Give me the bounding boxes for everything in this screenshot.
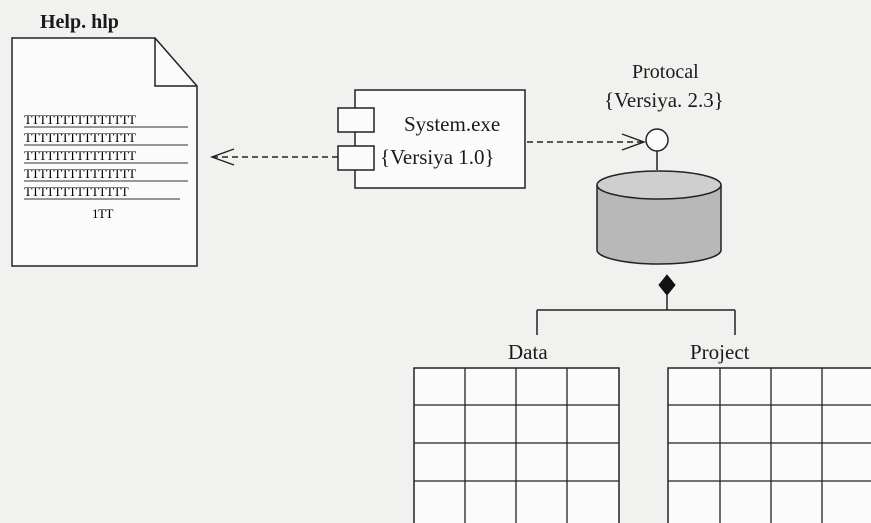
dependency-arrow-to-document [209,148,338,166]
interface-version: {Versiya. 2.3} [604,88,724,112]
help-document: TTTTTTTTTTTTTTT TTTTTTTTTTTTTTT TTTTTTTT… [11,37,198,267]
table-label-data: Data [508,340,548,364]
document-title: Help. hlp [40,11,119,33]
project-table-grid [667,367,871,523]
interface-name: Protocal [632,61,699,83]
doc-footer-text: 1TT [92,206,113,221]
component-name: System.exe [404,112,501,136]
component-port-top [337,107,375,133]
doc-text-line: TTTTTTTTTTTTTTT [24,112,136,127]
component-system-exe [337,89,526,189]
doc-text-line: TTTTTTTTTTTTTTT [24,130,136,145]
doc-text-line: TTTTTTTTTTTTTTT [24,148,136,163]
doc-text-line: TTTTTTTTTTTTTT [24,184,129,199]
database-cylinder [596,170,722,265]
table-label-project: Project [690,340,750,364]
composition-diamond [658,274,676,296]
dependency-arrow-to-interface [527,133,647,151]
interface-circle [645,128,669,152]
component-version: {Versiya 1.0} [380,145,495,169]
composition-connector [536,274,736,335]
component-port-bottom [337,145,375,171]
data-table-grid [413,367,620,523]
doc-text-line: TTTTTTTTTTTTTTT [24,166,136,181]
